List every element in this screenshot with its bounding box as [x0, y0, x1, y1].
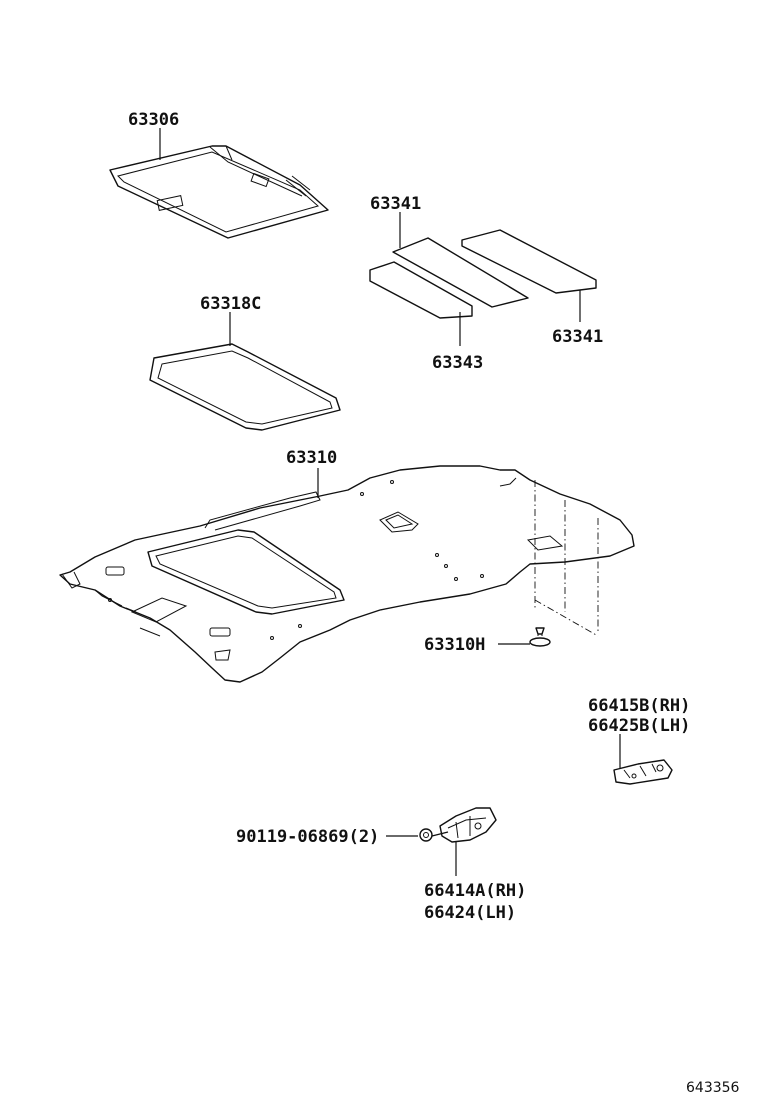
label-66425b: 66425B(LH)	[588, 716, 690, 736]
label-63318c: 63318C	[200, 294, 261, 314]
pad-63341-center	[392, 237, 529, 308]
bracket-66415b	[613, 759, 673, 785]
leader-lines	[159, 128, 621, 876]
label-63341-top: 63341	[370, 194, 421, 214]
label-66414a: 66414A(RH)	[424, 881, 526, 901]
pad-63341-right	[461, 229, 597, 294]
label-66424: 66424(LH)	[424, 903, 516, 923]
label-63306: 63306	[128, 110, 179, 130]
label-63343: 63343	[432, 353, 483, 373]
pad-63343	[369, 261, 473, 319]
headliner-63310	[59, 465, 635, 683]
label-63310h: 63310H	[424, 635, 485, 655]
sunshade-63306	[109, 145, 329, 239]
clip-63310h	[529, 627, 551, 647]
diagram-reference-number: 643356	[686, 1080, 740, 1096]
label-90119: 90119-06869(2)	[236, 827, 379, 847]
label-66415b: 66415B(RH)	[588, 696, 690, 716]
label-63310: 63310	[286, 448, 337, 468]
screw-90119	[419, 828, 433, 842]
holder-66414a	[439, 807, 497, 843]
label-63341-right: 63341	[552, 327, 603, 347]
seal-63318c	[149, 343, 341, 431]
